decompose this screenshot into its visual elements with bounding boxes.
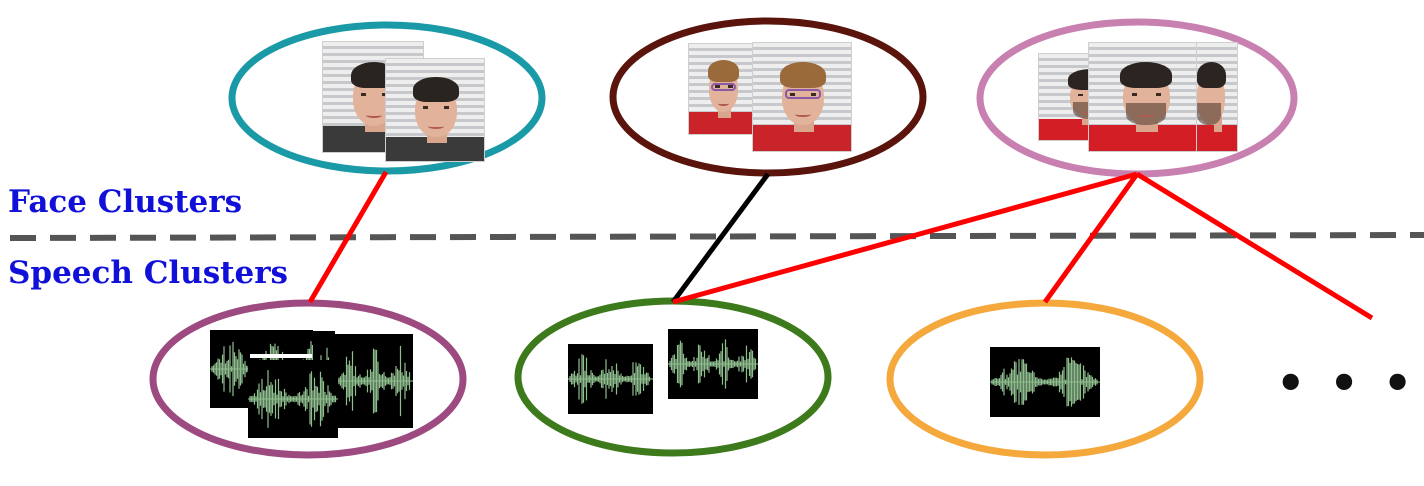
waveform-trace [991, 357, 1098, 407]
face-cluster-2-ellipse [609, 17, 927, 177]
waveform-timeline-bar [313, 327, 377, 331]
waveform-clip [668, 329, 758, 399]
speech-cluster-1-ellipse [149, 299, 467, 459]
face-thumbnail [385, 58, 485, 162]
link-face3-speech3 [1042, 172, 1140, 304]
waveform-trace [669, 339, 757, 389]
face-thumbnail [1196, 42, 1238, 152]
link-face1-speech1 [307, 170, 389, 304]
waveform [990, 357, 1100, 407]
waveform-trace [569, 354, 651, 404]
waveform [568, 354, 653, 404]
waveform-clip [248, 360, 338, 438]
speech-clusters-label: Speech Clusters [8, 255, 288, 291]
link-face3-more [1135, 171, 1374, 321]
waveform-trace [249, 370, 337, 428]
face-thumbnail [688, 43, 758, 135]
divider-line [9, 232, 1424, 241]
waveform-clip [568, 344, 653, 414]
face-clusters-label: Face Clusters [8, 184, 243, 220]
waveform [668, 339, 758, 389]
waveform-clip [990, 347, 1100, 417]
face-cluster-1-ellipse [228, 21, 546, 175]
link-face2-speech2 [670, 172, 771, 304]
face-thumbnail [752, 42, 852, 152]
face-thumbnail [1088, 42, 1202, 152]
link-face3-speech2 [672, 171, 1138, 305]
waveform-timeline-bar [250, 354, 312, 358]
more-clusters-ellipsis: • • • [1276, 356, 1417, 410]
speech-cluster-3-ellipse [886, 299, 1204, 459]
waveform [248, 370, 338, 428]
